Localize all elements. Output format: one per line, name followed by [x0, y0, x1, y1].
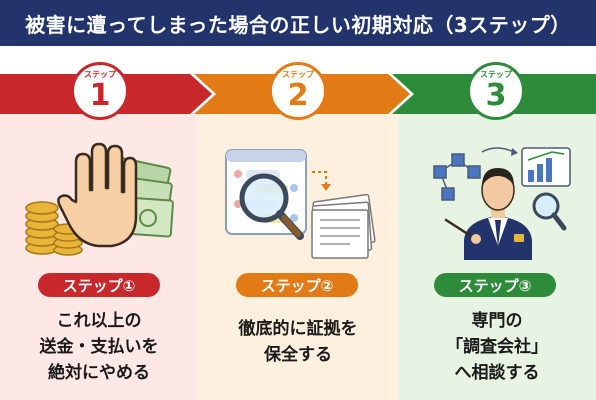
person-icon	[464, 168, 532, 260]
document-stack-icon	[311, 193, 376, 259]
step-2-badge: ステップ 2	[269, 62, 327, 120]
step-1-description: これ以上の 送金・支払いを 絶対にやめる	[0, 308, 198, 386]
magnifier-evidence-icon	[225, 149, 376, 259]
step-3-line-3: へ相談する	[454, 363, 540, 383]
step-3-line-1: 専門の	[471, 311, 523, 331]
step-1-number: 1	[89, 78, 111, 113]
step-3-number: 3	[485, 78, 507, 113]
page-title: 被害に遭ってしまった場合の正しい初期対応（3ステップ）	[0, 0, 596, 46]
step-3-pill: ステップ③	[434, 273, 556, 297]
step-1-line-3: 絶対にやめる	[48, 363, 150, 383]
step-3-badge: ステップ 3	[467, 62, 525, 120]
step-1-badge: ステップ 1	[71, 62, 129, 120]
step-2-pill: ステップ②	[236, 273, 358, 297]
step-2-number: 2	[287, 78, 309, 113]
stop-hand-icon	[57, 142, 138, 248]
step-2-line-1: 徹底的に証拠を	[238, 319, 358, 339]
pointer-icon	[444, 218, 481, 244]
investigator-icon	[433, 147, 571, 260]
stop-hand-money-icon	[25, 142, 174, 256]
dotted-arrow-icon	[312, 171, 327, 184]
step-2-line-2: 保全する	[264, 345, 332, 365]
step-3-badge-label: ステップ	[480, 70, 512, 79]
step-3-line-2: 「調査会社」	[446, 337, 548, 357]
magnifier-icon	[239, 173, 304, 240]
step-1-line-2: 送金・支払いを	[39, 337, 159, 357]
step-1-line-1: これ以上の	[56, 311, 142, 331]
step-2-description: 徹底的に証拠を 保全する	[198, 316, 398, 368]
step-1-badge-label: ステップ	[84, 70, 116, 79]
coin-stack-icon	[25, 201, 83, 256]
magnifier-icon-small	[532, 192, 567, 231]
step-3-description: 専門の 「調査会社」 へ相談する	[398, 308, 596, 386]
network-diagram-icon	[433, 153, 481, 201]
step-1-pill: ステップ①	[38, 273, 160, 297]
chart-panel-icon	[521, 147, 571, 187]
step-2-badge-label: ステップ	[282, 70, 314, 79]
